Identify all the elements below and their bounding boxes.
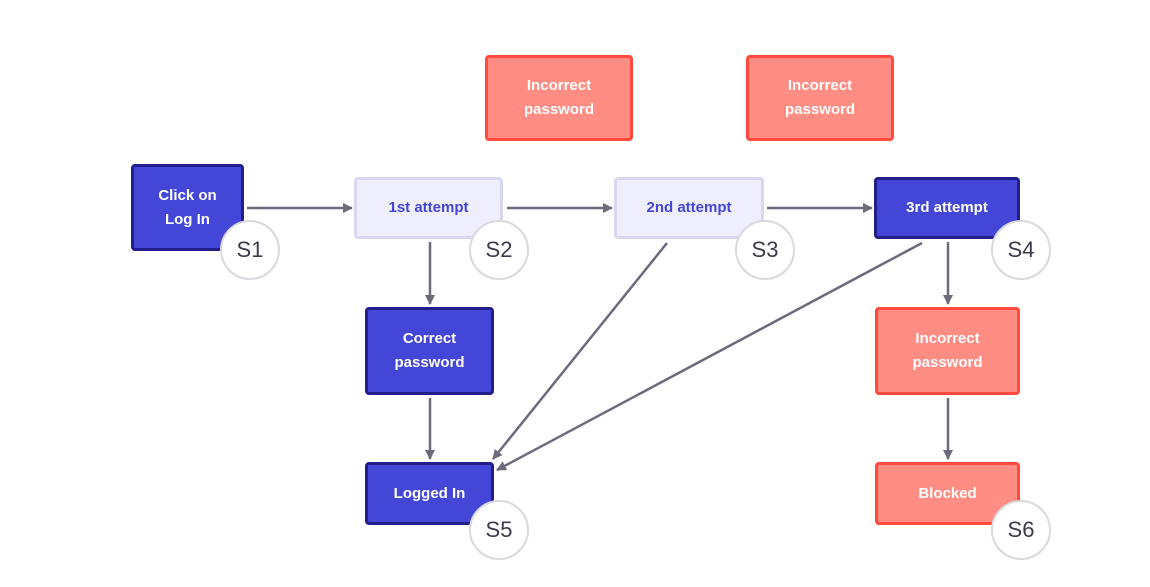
arrow-attempt3-to-loggedin: [496, 241, 923, 472]
state-badge-s6: S6: [991, 500, 1051, 560]
incorrect-password-label-1: Incorrect password: [523, 77, 595, 118]
third-attempt-node: 3rd attempt: [874, 177, 1020, 239]
state-badge-s5: S5: [469, 500, 529, 560]
second-attempt-node: 2nd attempt: [614, 177, 764, 239]
incorrect-password-node-2: Incorrect password: [746, 55, 894, 141]
incorrect-password-node-1: Incorrect password: [485, 55, 633, 141]
first-attempt-label: 1st attempt: [388, 199, 469, 216]
incorrect-password-node-3: Incorrect password: [875, 307, 1020, 395]
state-badge-s4: S4: [991, 220, 1051, 280]
correct-password-node: Correct password: [365, 307, 494, 395]
blocked-label: Blocked: [918, 484, 977, 502]
logged-in-label: Logged In: [393, 484, 466, 502]
incorrect-password-label-3: Incorrect password: [912, 330, 983, 371]
state-badge-s2: S2: [469, 220, 529, 280]
second-attempt-label: 2nd attempt: [646, 199, 732, 216]
correct-password-label: Correct password: [394, 330, 465, 371]
third-attempt-label: 3rd attempt: [906, 199, 988, 216]
incorrect-password-label-2: Incorrect password: [784, 77, 856, 118]
click-login-label: Click on Log In: [158, 186, 217, 228]
state-badge-s1: S1: [220, 220, 280, 280]
state-badge-s3: S3: [735, 220, 795, 280]
arrow-attempt2-to-loggedin: [492, 242, 668, 460]
